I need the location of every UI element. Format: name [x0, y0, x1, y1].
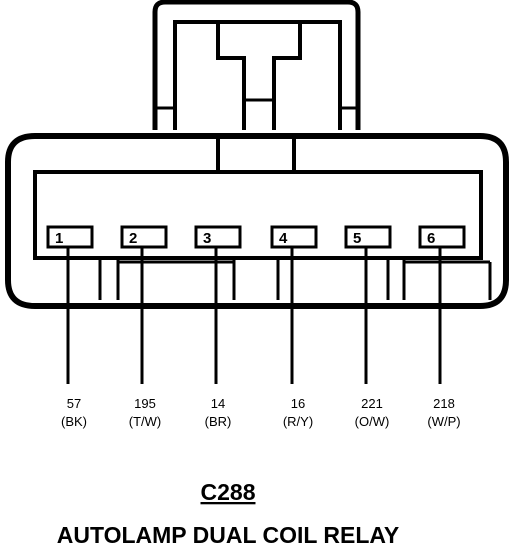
wire-color: (BR): [205, 414, 232, 429]
locking-tab: [152, 0, 361, 174]
pin-number: 5: [353, 230, 361, 247]
pin-cavity: [46, 225, 94, 249]
connector-name: AUTOLAMP DUAL COIL RELAY: [57, 522, 399, 548]
circuit-number: 221: [361, 396, 383, 411]
pin-cavity: [270, 225, 318, 249]
connector-housing: [5, 133, 509, 309]
connector-id: C288: [201, 479, 256, 505]
wire-color: (W/P): [427, 414, 460, 429]
pin-number: 4: [279, 230, 288, 247]
circuit-number: 218: [433, 396, 455, 411]
pin-cavity: [344, 225, 392, 249]
wire-color: (T/W): [129, 414, 161, 429]
housing-ribs: [98, 258, 492, 300]
pin-cavity: [120, 225, 168, 249]
wire-color: (BK): [61, 414, 87, 429]
circuit-number: 57: [67, 396, 81, 411]
wire-color: (R/Y): [283, 414, 313, 429]
pin-6: 6 218 (W/P): [418, 225, 466, 429]
connector-cavity: [33, 170, 483, 260]
pin-number: 2: [129, 230, 137, 247]
circuit-number: 195: [134, 396, 156, 411]
pin-5: 5 221 (O/W): [344, 225, 392, 429]
pin-number: 1: [55, 230, 63, 247]
circuit-number: 16: [291, 396, 305, 411]
pins-layer: 1 57 (BK) 2 195 (T/W) 3 14 (BR) 4 16 (R/Y) 5 221 (O/W)…: [46, 225, 466, 429]
pin-4: 4 16 (R/Y): [270, 225, 318, 429]
pin-3: 3 14 (BR): [194, 225, 242, 429]
pin-cavity: [418, 225, 466, 249]
circuit-number: 14: [211, 396, 225, 411]
pin-2: 2 195 (T/W): [120, 225, 168, 429]
pin-1: 1 57 (BK): [46, 225, 94, 429]
pin-cavity: [194, 225, 242, 249]
wire-color: (O/W): [355, 414, 390, 429]
pin-number: 3: [203, 230, 211, 247]
pin-number: 6: [427, 230, 435, 247]
